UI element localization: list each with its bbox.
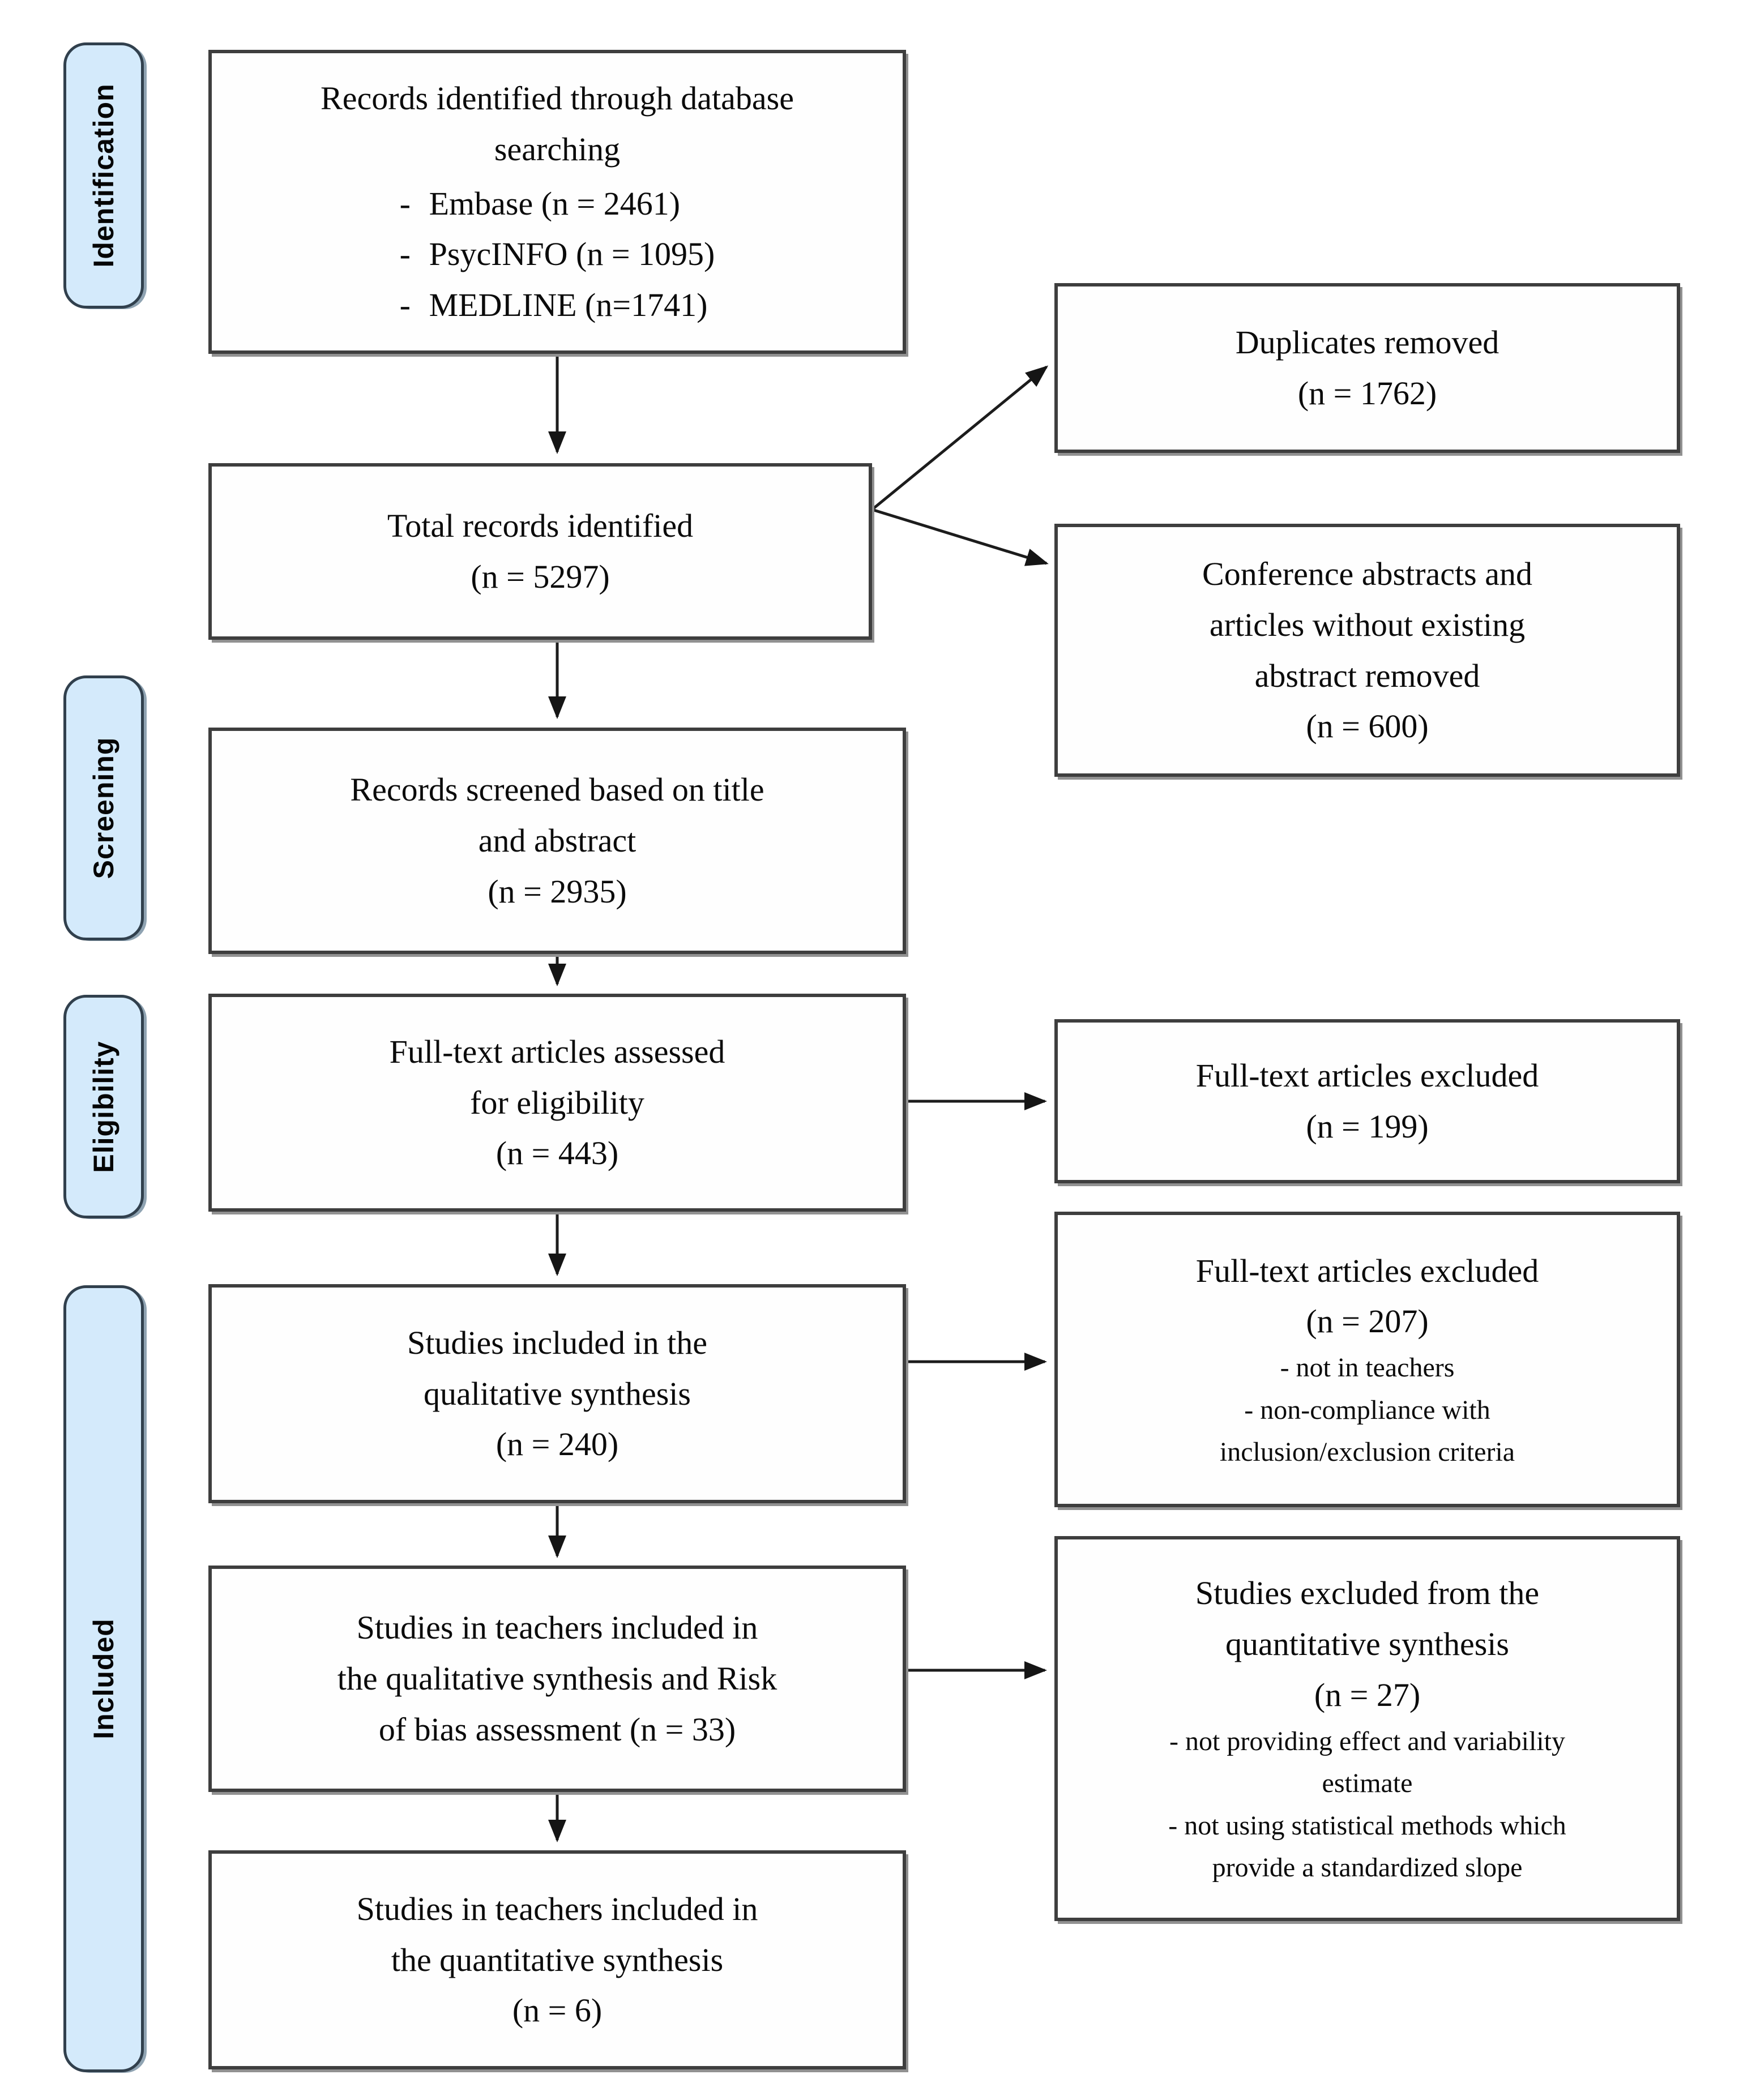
box-line: Studies included in the [407, 1324, 707, 1361]
exclusion-reason: inclusion/exclusion criteria [1219, 1437, 1515, 1468]
box-line: (n = 443) [495, 1135, 619, 1172]
arrow-total-to-duplicates [871, 365, 1049, 511]
box-line: quantitative synthesis [1225, 1626, 1509, 1663]
box-line: (n = 5297) [471, 558, 610, 595]
bullet-dash: - [399, 286, 411, 324]
box-line: Studies excluded from the [1195, 1575, 1540, 1612]
exclusion-reason: - not providing effect and variability [1169, 1726, 1565, 1757]
stage-identification: Identification [63, 42, 144, 309]
database-list: - Embase (n = 2461) - PsycINFO (n = 1095… [400, 178, 715, 331]
exclusion-reason: - not in teachers [1280, 1353, 1455, 1383]
box-teachers-quantitative: Studies in teachers included in the quan… [208, 1850, 906, 2069]
exclusion-reason: provide a standardized slope [1212, 1853, 1523, 1883]
box-quantitative-excluded: Studies excluded from the quantitative s… [1054, 1536, 1680, 1921]
stage-label-identification: Identification [88, 83, 119, 268]
box-fulltext-excluded-207: Full-text articles excluded (n = 207) - … [1054, 1212, 1680, 1507]
box-line: (n = 600) [1306, 708, 1429, 745]
box-fulltext-assessed: Full-text articles assessed for eligibil… [208, 994, 906, 1212]
database-embase: Embase (n = 2461) [429, 185, 681, 222]
box-line: Full-text articles excluded [1195, 1057, 1539, 1094]
box-line: (n = 199) [1306, 1108, 1429, 1145]
box-records-identified: Records identified through database sear… [208, 50, 906, 354]
box-line: Full-text articles assessed [389, 1033, 725, 1070]
box-line: (n = 207) [1306, 1303, 1429, 1340]
box-duplicates-removed: Duplicates removed (n = 1762) [1054, 283, 1680, 453]
box-line: Total records identified [387, 507, 694, 545]
box-fulltext-excluded-199: Full-text articles excluded (n = 199) [1054, 1019, 1680, 1183]
list-item: - PsycINFO (n = 1095) [400, 229, 715, 280]
stage-label-included: Included [88, 1618, 119, 1739]
stage-label-screening: Screening [88, 737, 119, 879]
box-conference-removed: Conference abstracts and articles withou… [1054, 524, 1680, 777]
exclusion-reason: - not using statistical methods which [1168, 1810, 1566, 1841]
stage-screening: Screening [63, 675, 144, 940]
box-line: (n = 1762) [1297, 375, 1437, 412]
box-line: searching [494, 130, 621, 168]
box-teachers-qualitative: Studies in teachers included in the qual… [208, 1566, 906, 1792]
box-line: (n = 27) [1314, 1676, 1421, 1714]
list-item: - Embase (n = 2461) [400, 178, 715, 229]
box-line: abstract removed [1254, 657, 1480, 694]
box-line: and abstract [478, 822, 636, 859]
box-line: (n = 6) [512, 1992, 603, 2029]
box-line: Studies in teachers included in [356, 1609, 758, 1646]
bullet-dash: - [399, 236, 411, 273]
bullet-dash: - [399, 185, 411, 222]
database-medline: MEDLINE (n=1741) [429, 286, 708, 324]
stage-eligibility: Eligibility [63, 995, 144, 1218]
box-records-screened: Records screened based on title and abst… [208, 728, 906, 954]
box-line: Studies in teachers included in [356, 1890, 758, 1927]
box-line: (n = 2935) [488, 872, 627, 910]
box-line: Duplicates removed [1235, 324, 1500, 361]
stage-label-eligibility: Eligibility [88, 1040, 119, 1173]
exclusion-reason: - non-compliance with [1244, 1395, 1490, 1425]
box-line: of bias assessment (n = 33) [378, 1710, 736, 1748]
box-total-records: Total records identified (n = 5297) [208, 463, 872, 640]
box-line: articles without existing [1209, 606, 1526, 643]
box-line: Conference abstracts and [1202, 555, 1532, 592]
arrow-total-to-conference [872, 508, 1049, 566]
box-line: for eligibility [470, 1084, 644, 1121]
box-line: Records identified through database [321, 79, 794, 117]
box-line: the qualitative synthesis and Risk [337, 1660, 777, 1697]
box-line: (n = 240) [495, 1426, 619, 1463]
box-qualitative-included: Studies included in the qualitative synt… [208, 1284, 906, 1503]
database-psycinfo: PsycINFO (n = 1095) [429, 236, 715, 273]
box-line: Full-text articles excluded [1195, 1252, 1539, 1289]
stage-included: Included [63, 1285, 144, 2072]
box-line: qualitative synthesis [424, 1375, 691, 1412]
box-line: Records screened based on title [350, 771, 764, 809]
box-line: the quantitative synthesis [391, 1941, 724, 1978]
list-item: - MEDLINE (n=1741) [400, 280, 715, 331]
exclusion-reason: estimate [1322, 1768, 1413, 1799]
